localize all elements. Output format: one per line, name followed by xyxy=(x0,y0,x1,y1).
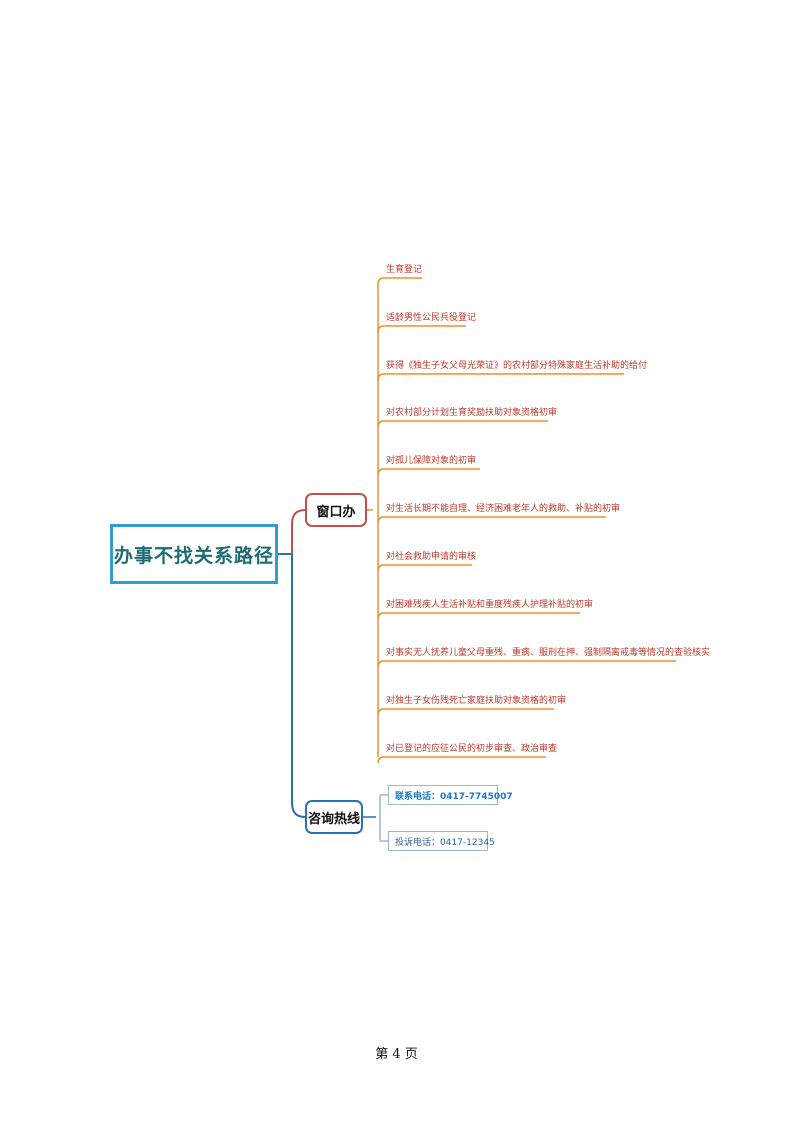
leaf-underline xyxy=(377,277,422,285)
window-branch-connector xyxy=(291,509,306,554)
page-number: 第 4 页 xyxy=(375,1047,418,1062)
leaf-item: 对困难残疾人生活补贴和重度残疾人护理补贴的初审 xyxy=(386,600,594,610)
leaf-underline xyxy=(377,564,472,572)
leaf-item: 对社会救助申请的审核 xyxy=(386,552,477,562)
branch-node-hotline: 咨询热线 xyxy=(305,800,363,834)
contact-phone-box: 联系电话：0417-7745007 xyxy=(388,785,513,805)
branch-node-window: 窗口办 xyxy=(305,493,367,527)
leaf-item: 对生活长期不能自理、经济困难老年人的救助、补贴的初审 xyxy=(386,504,621,514)
leaf-underline xyxy=(377,325,466,333)
root-node: 办事不找关系路径 xyxy=(110,524,278,584)
leaf-item: 生育登记 xyxy=(386,265,423,275)
leaf-item: 对事实无人抚养儿童父母重残、重病、服刑在押、强制隔离戒毒等情况的查验核实 xyxy=(386,648,711,658)
leaf-underline xyxy=(377,660,676,668)
leaf-item: 对独生子女伤残死亡家庭扶助对象资格的初审 xyxy=(386,696,567,706)
leaf-item: 获得《独生子女父母光荣证》的农村部分特殊家庭生活补助的给付 xyxy=(386,361,648,371)
leaf-item: 对农村部分计划生育奖励扶助对象资格初审 xyxy=(386,408,558,418)
leaf-item: 适龄男性公民兵役登记 xyxy=(386,313,477,323)
leaf-underline xyxy=(377,612,580,620)
leaf-underline xyxy=(377,468,480,476)
hotline-branch-connector xyxy=(291,554,306,818)
leaf-item: 对孤儿保障对象的初审 xyxy=(386,456,477,466)
leaf-underline xyxy=(377,516,606,524)
leaf-underline xyxy=(377,708,554,716)
complaint-phone-box: 投诉电话：0417-12345 xyxy=(388,831,495,851)
leaf-underline xyxy=(377,420,548,428)
leaf-item: 对已登记的应征公民的初步审查、政治审查 xyxy=(386,744,558,754)
leaf-underline xyxy=(377,756,546,764)
leaf-underline xyxy=(377,373,624,381)
